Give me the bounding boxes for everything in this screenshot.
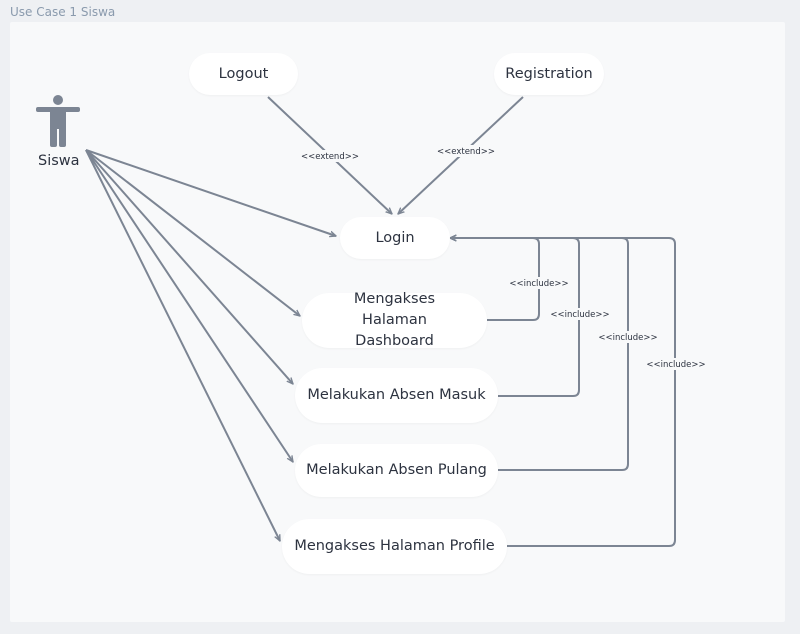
diagram-title: Use Case 1 Siswa [10, 5, 116, 19]
extend-logout-label: <<extend>> [301, 152, 359, 162]
include-absen-pulang-label: <<include>> [598, 333, 657, 343]
assoc-dashboard [85, 149, 300, 316]
usecase-login[interactable]: Login [340, 217, 450, 259]
person-icon [36, 95, 80, 147]
extend-registration-label: <<extend>> [437, 147, 495, 157]
usecase-registration[interactable]: Registration [494, 53, 604, 95]
include-profile-label: <<include>> [646, 360, 705, 370]
usecase-dashboard[interactable]: Mengakses Halaman Dashboard [302, 291, 487, 349]
usecase-profile[interactable]: Mengakses Halaman Profile [282, 519, 507, 574]
actor-siswa-label: Siswa [38, 153, 80, 169]
usecase-logout[interactable]: Logout [189, 53, 298, 95]
assoc-profile [85, 149, 281, 541]
assoc-absen-pulang [85, 149, 293, 462]
include-absen-masuk-label: <<include>> [550, 310, 609, 320]
include-profile-line [450, 238, 676, 547]
usecase-absen-pulang[interactable]: Melakukan Absen Pulang [295, 444, 498, 497]
usecase-absen-masuk[interactable]: Melakukan Absen Masuk [295, 368, 498, 423]
assoc-absen-masuk [85, 149, 293, 384]
assoc-login [85, 149, 336, 236]
include-dashboard-label: <<include>> [509, 279, 568, 289]
